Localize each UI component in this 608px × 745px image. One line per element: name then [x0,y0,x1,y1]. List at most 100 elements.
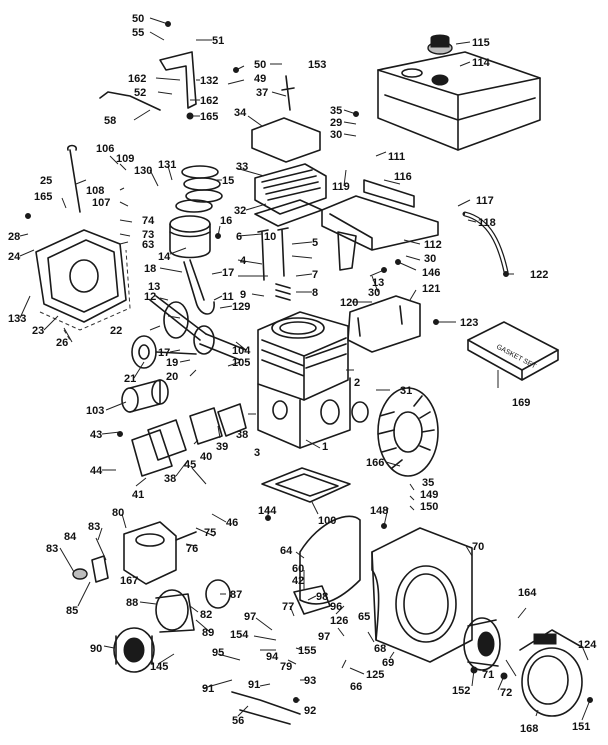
callout-label: 77 [282,601,294,613]
callout-label: 33 [236,161,248,173]
cylinder-head [254,163,327,215]
tank-strap [363,179,415,208]
callout-label: 151 [572,721,590,733]
callout-label: 125 [366,669,384,681]
dipstick [67,144,81,213]
connecting-rod [183,259,215,315]
governor-linkage [231,691,301,725]
crankcase-cover [35,229,127,323]
callout-label: 122 [530,269,548,281]
callout-label: 94 [266,651,279,663]
callout-label: 80 [112,507,124,519]
callout-label: 72 [500,687,512,699]
callout-label: 32 [234,205,246,217]
flywheel [351,387,439,477]
callout-label: 20 [166,371,178,383]
callout-label: 40 [200,451,212,463]
callout-label: 17 [222,267,234,279]
cover-gasket [39,249,131,341]
cooling-shroud [299,515,361,605]
callout-label: 121 [422,283,440,295]
callout-label: 130 [134,165,152,177]
callout-label: 168 [520,723,538,735]
callout-label: 55 [132,27,144,39]
callout-label: 46 [226,517,238,529]
callout-label: 167 [120,575,138,587]
callout-label: 126 [330,615,348,627]
callout-label: 70 [472,541,484,553]
callout-label: 18 [144,263,156,275]
callout-label: 97 [318,631,330,643]
tank-mount-bracket [251,117,321,163]
callout-label: 63 [142,239,154,251]
callout-label: 56 [232,715,244,727]
callout-label: 38 [164,473,176,485]
callout-label: 31 [400,385,412,397]
callout-label: 164 [518,587,537,599]
callout-label: 35 [330,105,342,117]
callout-label: 43 [90,429,102,441]
hardware-fasteners [25,21,593,703]
callout-label: 12 [144,291,156,303]
callout-label: 35 [422,477,434,489]
callout-label: 26 [56,337,68,349]
fuel-tank [377,51,541,151]
callout-label: 116 [394,171,412,183]
callout-label: 73 [142,229,154,241]
choke-link [99,91,161,111]
crankshaft [149,295,247,361]
callout-label: 131 [158,159,176,171]
callout-label: 50 [254,59,266,71]
callout-label: 49 [254,73,266,85]
callout-label: 145 [150,661,168,673]
callout-labels: 50 55 51 50 49 153 162 132 52 162 165 58… [8,13,597,735]
callout-label: 75 [204,527,216,539]
callout-label: 129 [232,301,250,313]
callout-label: 153 [308,59,326,71]
callout-label: 79 [280,661,292,673]
blower-housing [371,527,473,663]
callout-label: 105 [232,357,250,369]
callout-label: 95 [212,647,224,659]
head-gasket [254,199,323,227]
callout-label: 123 [460,317,478,329]
callout-label: 169 [512,397,530,409]
callout-label: 118 [478,217,496,229]
air-deflector [347,295,421,353]
callout-label: 37 [256,87,268,99]
fuel-cap [427,34,453,55]
tank-bracket [321,195,439,251]
callout-label: 100 [318,515,336,527]
callout-label: 42 [292,575,304,587]
callout-label: 149 [420,489,438,501]
callout-label: 4 [240,255,247,267]
float-bowl [72,555,109,583]
callout-label: 120 [340,297,358,309]
callout-label: 85 [66,605,78,617]
callout-label: 17 [158,347,170,359]
intake-gaskets [147,403,247,461]
callout-label: 30 [424,253,436,265]
leader-lines [19,17,591,721]
callout-label: 16 [220,215,232,227]
callout-label: 34 [234,107,247,119]
callout-label: 14 [158,251,171,263]
callout-label: 58 [104,115,116,127]
callout-label: 51 [212,35,224,47]
callout-label: 166 [366,457,384,469]
callout-label: 146 [422,267,440,279]
callout-label: 52 [134,87,146,99]
callout-label: 103 [86,405,104,417]
callout-label: 50 [132,13,144,25]
recoil-starter [519,629,583,717]
callout-label: 25 [40,175,52,187]
callout-label: 22 [110,325,122,337]
callout-label: 8 [312,287,318,299]
callout-label: 5 [312,237,318,249]
callout-label: 9 [240,289,246,301]
callout-label: 45 [184,459,196,471]
callout-label: 155 [298,645,316,657]
callout-label: 109 [116,153,134,165]
callout-label: 30 [368,287,380,299]
callout-label: 65 [358,611,370,623]
